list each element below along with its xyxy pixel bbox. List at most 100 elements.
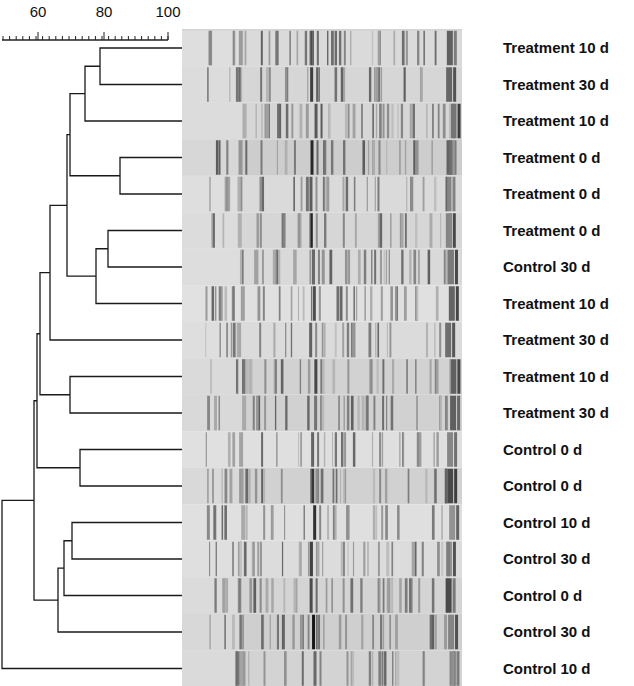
gel-band: [263, 286, 265, 321]
gel-band: [347, 250, 350, 285]
gel-band: [261, 615, 263, 650]
gel-band: [263, 651, 265, 686]
gel-band: [418, 578, 420, 613]
lane-label: Treatment 10 d: [503, 39, 609, 57]
gel-band: [339, 615, 342, 650]
gel-band: [323, 177, 325, 212]
dendrogram-branch: [37, 334, 80, 468]
gel-band: [233, 286, 235, 321]
minor-tick: [115, 36, 116, 40]
gel-band: [284, 505, 285, 540]
gel-band: [313, 286, 316, 321]
gel-band: [235, 323, 236, 358]
gel-band: [207, 505, 210, 540]
gel-band: [378, 67, 380, 102]
lane-label: Control 30 d: [503, 258, 591, 276]
gel-band: [307, 396, 309, 431]
gel-band: [317, 31, 319, 66]
gel-band: [277, 615, 279, 650]
gel-band: [300, 359, 301, 394]
gel-band: [339, 31, 341, 66]
gel-band: [273, 323, 275, 358]
gel-band: [340, 286, 343, 321]
dendrogram-branch: [67, 135, 96, 276]
gel-band: [378, 578, 380, 613]
gel-band: [322, 396, 324, 431]
gel-band: [350, 31, 351, 66]
gel-band: [380, 615, 382, 650]
gel-lane: [182, 395, 462, 432]
gel-band: [380, 213, 383, 248]
gel-band: [261, 104, 262, 139]
gel-band: [386, 250, 387, 285]
gel-band: [404, 286, 407, 321]
gel-band: [279, 250, 280, 285]
gel-band: [412, 104, 415, 139]
gel-band: [341, 432, 343, 467]
gel-band: [429, 213, 432, 248]
gel-band: [210, 359, 211, 394]
gel-band: [378, 31, 380, 66]
gel-band: [353, 286, 354, 321]
gel-band: [312, 31, 313, 66]
gel-band: [270, 615, 271, 650]
gel-band: [311, 286, 312, 321]
minor-tick: [88, 36, 89, 40]
gel-lane: [182, 66, 462, 103]
gel-band: [366, 396, 368, 431]
gel-band: [285, 140, 287, 175]
gel-band: [455, 615, 458, 650]
gel-band: [249, 578, 252, 613]
gel-band: [229, 67, 230, 102]
gel-lane: [182, 650, 462, 686]
gel-band: [239, 542, 242, 577]
gel-band: [300, 213, 302, 248]
gel-band: [364, 286, 365, 321]
lane-label: Treatment 30 d: [503, 331, 609, 349]
gel-band: [240, 651, 243, 686]
gel-band: [276, 432, 277, 467]
gel-band: [238, 578, 242, 613]
gel-band: [308, 542, 310, 577]
gel-band: [277, 104, 279, 139]
gel-band: [226, 140, 228, 175]
gel-band: [238, 578, 241, 613]
gel-band: [249, 359, 251, 394]
gel-band: [335, 31, 337, 66]
gel-band: [406, 31, 408, 66]
gel-band: [255, 104, 256, 139]
gel-band: [209, 542, 210, 577]
gel-band: [308, 615, 310, 650]
gel-band: [256, 396, 259, 431]
gel-lane: [182, 285, 462, 322]
gel-band: [284, 615, 285, 650]
gel-band: [383, 578, 385, 613]
lane-label: Treatment 10 d: [503, 295, 609, 313]
gel-band: [318, 67, 320, 102]
gel-band: [361, 615, 363, 650]
gel-band: [294, 250, 297, 285]
gel-band: [456, 286, 459, 321]
gel-band: [445, 469, 447, 504]
gel-band: [345, 250, 347, 285]
gel-band: [317, 542, 319, 577]
gel-band: [435, 359, 437, 394]
gel-band: [263, 505, 265, 540]
gel-band: [326, 578, 327, 613]
gel-band: [445, 469, 447, 504]
gel-band: [378, 651, 381, 686]
minor-tick: [16, 36, 17, 40]
gel-band: [382, 396, 384, 431]
gel-band: [375, 323, 376, 358]
gel-lane: [182, 30, 462, 67]
gel-band: [212, 469, 214, 504]
gel-band: [310, 469, 311, 504]
gel-band: [233, 323, 236, 358]
gel-band: [331, 140, 333, 175]
gel-band: [437, 359, 439, 394]
gel-band: [331, 578, 333, 613]
gel-band: [275, 396, 276, 431]
gel-band: [410, 177, 413, 212]
gel-band: [294, 578, 297, 613]
gel-band: [344, 140, 346, 175]
